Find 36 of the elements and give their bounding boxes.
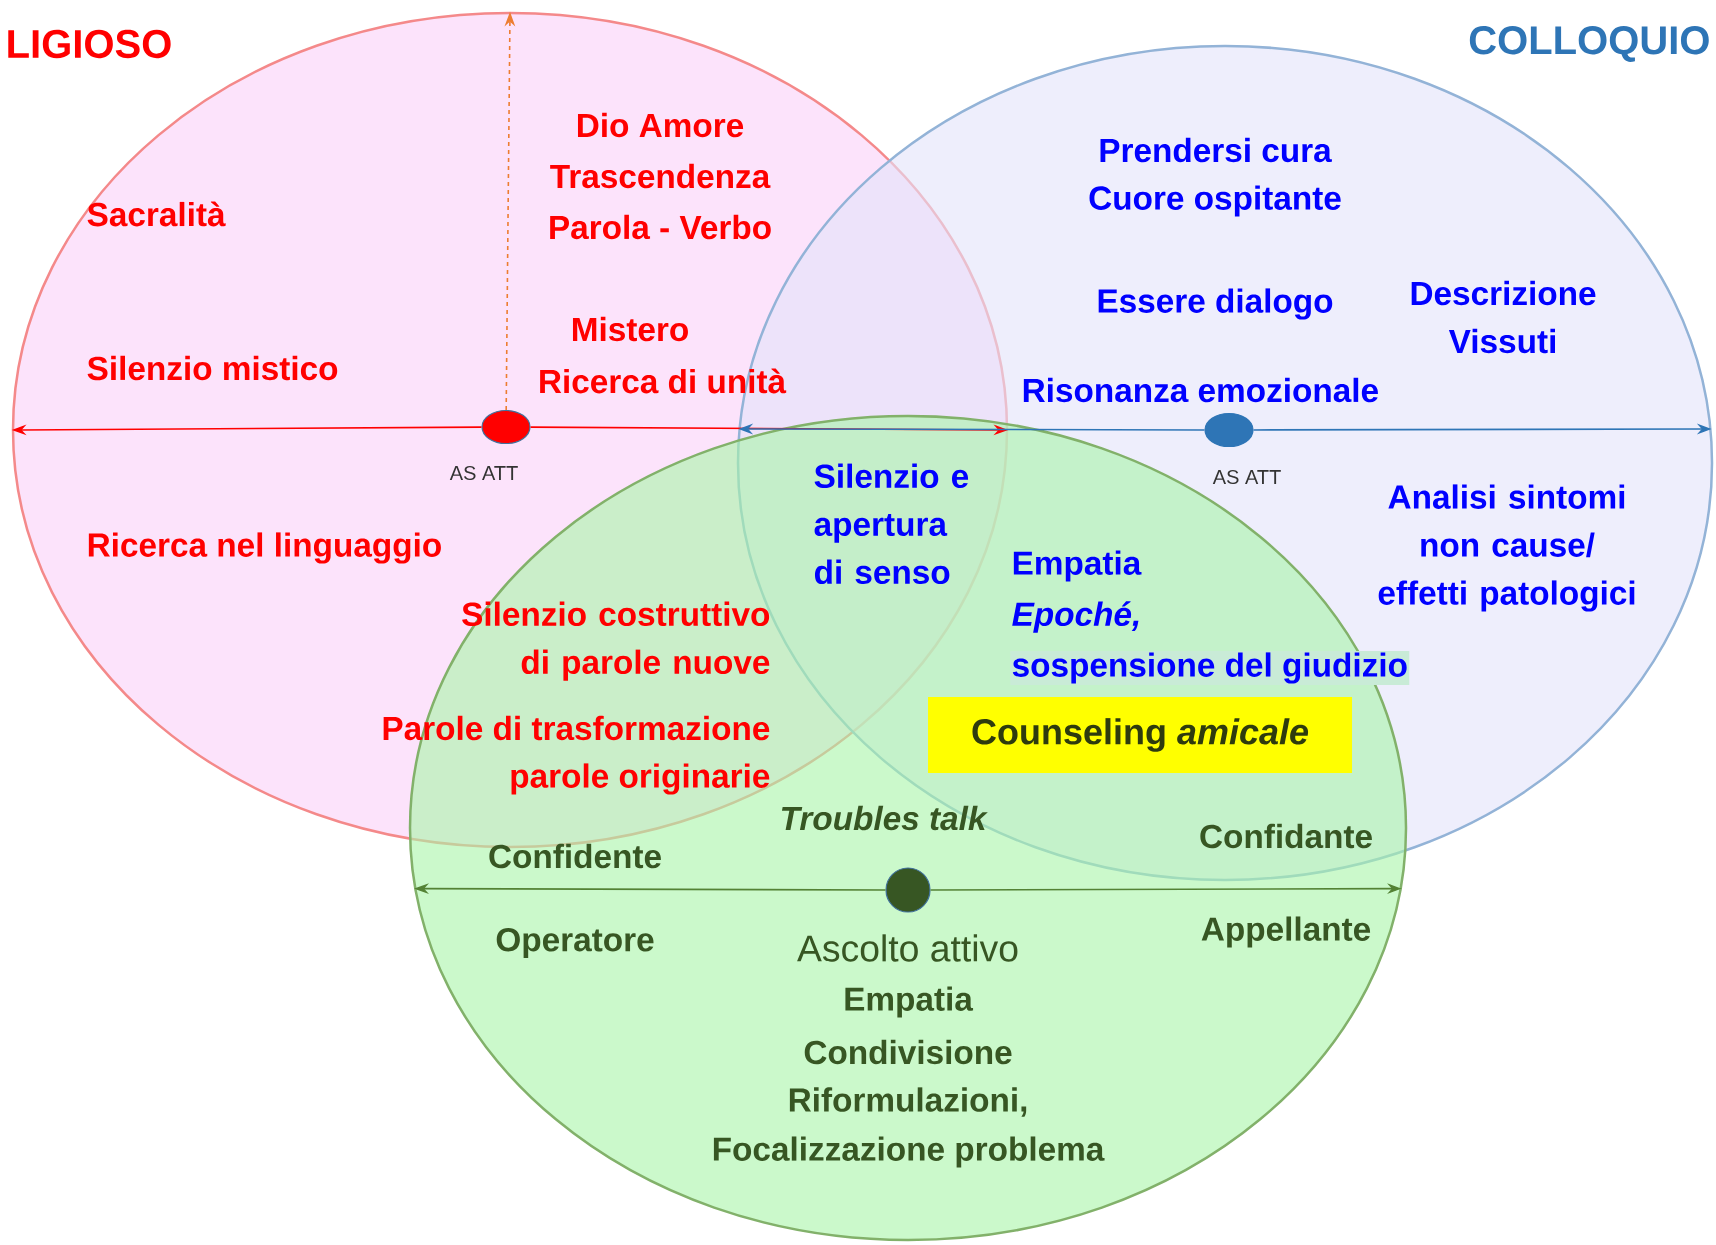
term-label: Sacralità	[87, 201, 226, 227]
term-label: Analisi sintomi non cause/ effetti patologici	[1378, 484, 1635, 612]
term-label: Riformulazioni,	[789, 1087, 1027, 1117]
term-label: sospensione del giudizio	[1010, 651, 1410, 685]
term-label: Empatia	[1013, 550, 1142, 582]
term-label: Silenzio costruttivo di parole nuove	[462, 601, 770, 681]
term-label: Troubles talk	[781, 805, 988, 831]
term-label: Appellante	[1201, 916, 1371, 948]
term-label: Parole di trasformazione	[383, 715, 770, 741]
term-label: Confidente	[489, 843, 661, 869]
term-label: Confidante	[1200, 823, 1372, 849]
dot-marker	[481, 409, 531, 445]
term-label: Ricerca di unità	[540, 368, 787, 394]
set-title: LIGIOSO	[8, 29, 171, 59]
term-label: Silenzio mistico	[87, 355, 338, 381]
term-label: Risonanza emozionale	[1023, 377, 1378, 403]
term-label: Operatore	[496, 927, 654, 959]
term-label: Focalizzazione problema	[713, 1136, 1105, 1168]
term-label: Cuore ospitante	[1089, 185, 1341, 217]
term-label: Condivisione	[804, 1039, 1012, 1065]
term-label: Ricerca nel linguaggio	[88, 532, 441, 564]
term-label: Epoché,	[1012, 601, 1139, 633]
dot-label: AS ATT	[449, 465, 518, 481]
term-label: Dio Amore	[578, 112, 744, 138]
dot-marker	[1204, 412, 1254, 448]
term-label: Silenzio e apertura di senso	[814, 463, 969, 585]
term-label: Parola - Verbo	[550, 214, 771, 240]
dot-label: AS ATT	[1212, 469, 1281, 485]
term-label: Descrizione Vissuti	[1411, 280, 1596, 354]
term-label: Empatia	[845, 986, 974, 1018]
highlight-box: Counseling amicale	[928, 697, 1352, 773]
dot-marker	[885, 867, 931, 913]
term-label: Trascendenza	[550, 163, 771, 189]
term-label: Prendersi cura	[1100, 137, 1332, 163]
set-title: COLLOQUIO	[1469, 26, 1709, 62]
term-label: parole originarie	[511, 763, 770, 795]
